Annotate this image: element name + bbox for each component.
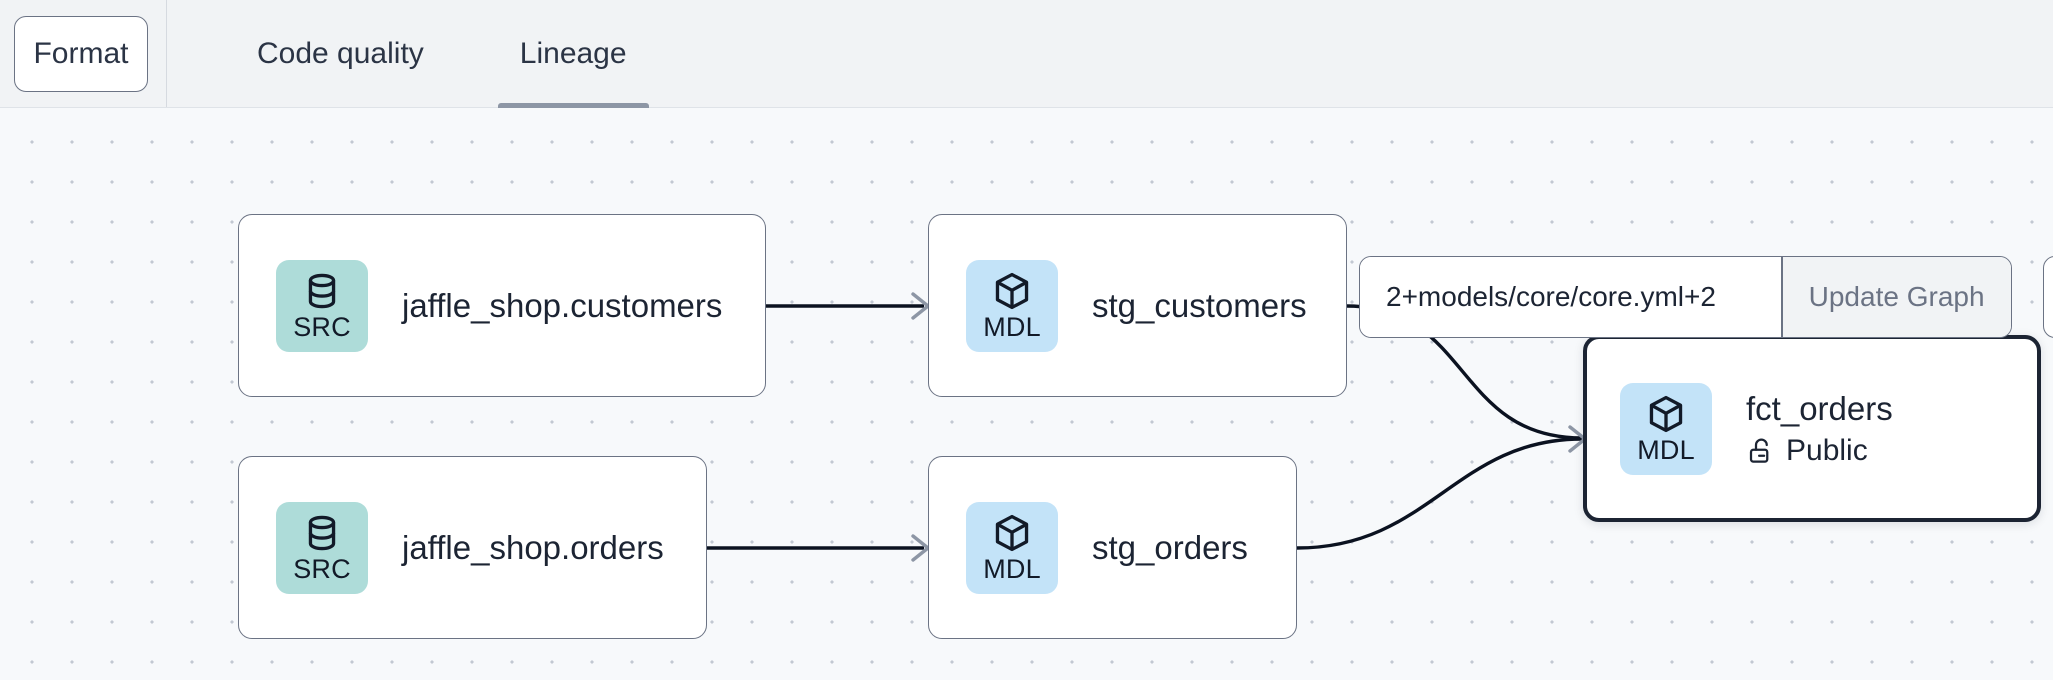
tab-lineage[interactable]: Lineage [497, 0, 649, 108]
database-icon [308, 273, 336, 309]
node-badge-label: MDL [983, 554, 1041, 584]
node-badge-mdl: MDL [966, 501, 1058, 594]
edge-stg-orders-to-fct-orders [1296, 425, 1587, 550]
cube-icon [995, 272, 1029, 310]
node-body: jaffle_shop.orders [402, 528, 664, 568]
node-badge-src: SRC [276, 501, 368, 594]
lineage-node-jaffle-shop-customers[interactable]: SRC jaffle_shop.customers [238, 214, 766, 397]
node-body: fct_orders Public [1746, 389, 1893, 469]
format-button[interactable]: Format [14, 16, 148, 92]
lineage-node-stg-orders[interactable]: MDL stg_orders [928, 456, 1297, 639]
node-body: stg_customers [1092, 286, 1307, 326]
node-body: jaffle_shop.customers [402, 286, 722, 326]
node-badge-label: MDL [983, 312, 1041, 342]
node-visibility-label: Public [1786, 433, 1868, 467]
lineage-node-jaffle-shop-orders[interactable]: SRC jaffle_shop.orders [238, 456, 707, 639]
node-title: jaffle_shop.customers [402, 286, 723, 324]
node-title: stg_customers [1092, 286, 1307, 324]
node-badge-src: SRC [276, 259, 368, 352]
tab-bar: Code quality Lineage [167, 0, 649, 108]
update-graph-button[interactable]: Update Graph [1782, 257, 2011, 337]
tab-code-quality-label: Code quality [257, 37, 424, 70]
edge-orders-to-stg-orders [707, 534, 930, 562]
node-badge-label: MDL [1637, 435, 1695, 465]
node-title: stg_orders [1092, 528, 1248, 566]
node-badge-label: SRC [293, 312, 351, 342]
graph-selector-input[interactable] [1360, 257, 1781, 337]
graph-side-panel-toggle[interactable] [2043, 256, 2053, 338]
node-badge-label: SRC [293, 554, 351, 584]
graph-selector-bar: Update Graph [1359, 256, 2012, 338]
unlock-icon [1749, 438, 1769, 463]
tab-lineage-label: Lineage [519, 37, 627, 70]
selector-divider [1781, 257, 1783, 337]
lineage-node-stg-customers[interactable]: MDL stg_customers [928, 214, 1347, 397]
node-title: jaffle_shop.orders [402, 528, 664, 566]
node-title: fct_orders [1746, 389, 1893, 427]
node-body: stg_orders [1092, 528, 1248, 568]
database-icon [308, 515, 336, 551]
node-visibility: Public [1746, 433, 1893, 469]
cube-icon [995, 514, 1029, 552]
node-badge-mdl: MDL [1620, 382, 1712, 475]
editor-toolbar: Format Code quality Lineage [0, 0, 2053, 108]
toolbar-divider [166, 0, 167, 107]
tab-active-indicator [497, 103, 649, 108]
cube-icon [1649, 395, 1683, 433]
lineage-graph-canvas[interactable]: Update Graph SRC jaffle_shop.customers M… [0, 108, 2053, 680]
node-badge-mdl: MDL [966, 259, 1058, 352]
edge-customers-to-stg-customers [766, 292, 930, 320]
tab-code-quality[interactable]: Code quality [235, 0, 446, 108]
lineage-node-fct-orders[interactable]: MDL fct_orders Public [1583, 335, 2041, 522]
